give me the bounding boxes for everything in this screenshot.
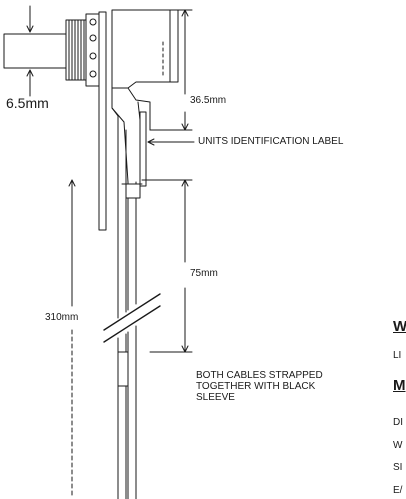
nut-bolt [89, 34, 97, 42]
housing [111, 9, 179, 89]
cable-transition [111, 107, 129, 183]
sleeve-callout-line-3: SLEEVE [196, 392, 235, 403]
sleeve-callout-line-1: BOTH CABLES STRAPPED [196, 370, 323, 381]
cutoff-line-4: SI [393, 462, 403, 473]
label-tab [125, 183, 141, 199]
cutoff-line-3: W [393, 440, 403, 451]
dim-mid-length-label: 75mm [190, 268, 218, 279]
lock-nut [85, 13, 101, 87]
cutoff-heading-2: M [393, 377, 406, 394]
break-line [103, 305, 161, 343]
cable-entry-stub [3, 33, 69, 69]
arrow-head [181, 345, 189, 353]
dim-total-length [68, 179, 76, 497]
dim-top-length-label: 36.5mm [190, 95, 227, 106]
dim-diameter-label: 6.5mm [6, 95, 49, 111]
lower-cables [117, 325, 137, 499]
mounting-plate [98, 11, 107, 231]
black-sleeve [117, 351, 129, 387]
id-label-strip [139, 111, 147, 187]
cutoff-line-1: LI [393, 350, 402, 361]
arrow-head [26, 69, 34, 77]
dim-top-length [149, 9, 193, 131]
dim-mid-length [141, 179, 193, 353]
sleeve-callout-line-2: TOGETHER WITH BLACK [196, 381, 316, 392]
cutoff-line-2: DI [393, 417, 403, 428]
cutoff-heading-1: W [393, 318, 406, 335]
arrow-head [181, 9, 189, 17]
arrow-head [26, 25, 34, 33]
nut-bolt [89, 52, 97, 60]
label-leader [147, 138, 195, 146]
housing-body [111, 9, 179, 89]
stub-body [3, 33, 69, 69]
cutoff-line-5: E/ [393, 485, 403, 496]
threaded-gland [65, 19, 87, 81]
id-label-callout: UNITS IDENTIFICATION LABEL [198, 136, 344, 147]
nut-bolt [89, 18, 97, 26]
upper-cables [117, 129, 143, 319]
break-line [103, 293, 161, 331]
dim-total-length-label: 310mm [45, 312, 79, 323]
arrow-head [147, 138, 155, 146]
nut-bolt [89, 70, 97, 78]
dim-diameter [26, 5, 34, 97]
arrow-head [68, 179, 76, 187]
arrow-head [181, 179, 189, 187]
